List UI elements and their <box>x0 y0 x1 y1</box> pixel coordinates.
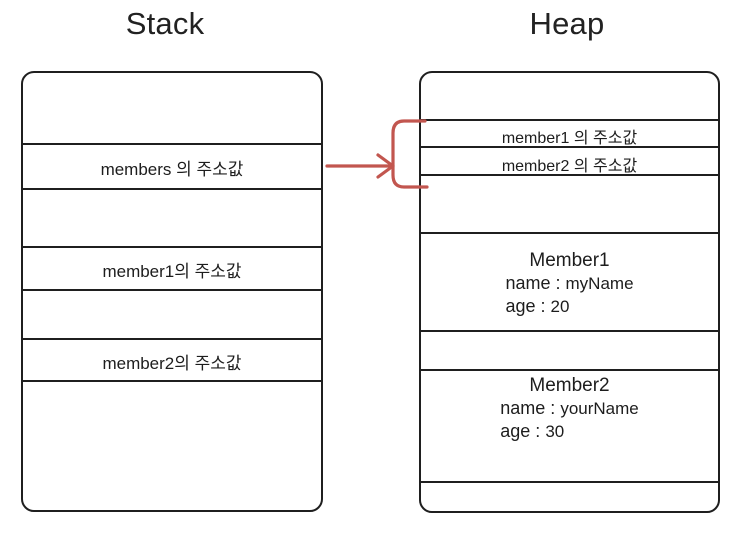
heap-divider-7 <box>419 481 720 483</box>
pointer-arrow-head <box>376 153 395 179</box>
heap-slot-member2-ref: member2 의 주소값 <box>501 158 638 175</box>
stack-slot-member2-ref: member2의 주소값 <box>102 354 242 373</box>
heap-memory-box <box>419 71 720 513</box>
field-value-age: 20 <box>550 297 570 316</box>
heap-object-member2-field-name: name : yourName <box>500 397 638 420</box>
heap-divider-4 <box>419 232 720 234</box>
field-value-age: 30 <box>545 422 565 441</box>
heap-object-member1-field-age: age : 20 <box>505 295 633 318</box>
field-value-name: myName <box>565 274 634 293</box>
heap-divider-3 <box>419 174 720 176</box>
heap-object-member2: Member2 name : yourName age : 30 <box>420 375 719 443</box>
heap-divider-1 <box>419 119 720 121</box>
stack-slot-member1-ref: member1의 주소값 <box>102 262 242 281</box>
heap-object-member1-field-name: name : myName <box>505 272 633 295</box>
stack-slot-members-ref: members 의 주소값 <box>100 160 244 179</box>
heap-object-member1-fields: name : myName age : 20 <box>505 272 633 318</box>
heap-divider-5 <box>419 330 720 332</box>
stack-divider-4 <box>21 289 323 291</box>
field-key-age: age : <box>505 296 546 316</box>
heap-divider-2 <box>419 146 720 148</box>
stack-divider-2 <box>21 188 323 190</box>
heap-divider-6 <box>419 369 720 371</box>
heap-object-member2-field-age: age : 30 <box>500 420 638 443</box>
heap-object-member1-title: Member1 <box>529 250 610 271</box>
stack-column-title: Stack <box>125 6 205 41</box>
stack-divider-6 <box>21 380 323 382</box>
stack-memory-box <box>21 71 323 512</box>
heap-object-member2-title: Member2 <box>529 375 610 396</box>
field-key-age: age : <box>500 421 541 441</box>
stack-divider-5 <box>21 338 323 340</box>
field-key-name: name : <box>505 273 561 293</box>
heap-object-member1: Member1 name : myName age : 20 <box>420 250 719 318</box>
heap-column-title: Heap <box>529 6 605 41</box>
field-value-name: yourName <box>560 399 639 418</box>
stack-divider-3 <box>21 246 323 248</box>
heap-slot-member1-ref: member1 의 주소값 <box>501 130 638 147</box>
heap-object-member2-fields: name : yourName age : 30 <box>500 397 638 443</box>
field-key-name: name : <box>500 398 556 418</box>
stack-divider-1 <box>21 143 323 145</box>
